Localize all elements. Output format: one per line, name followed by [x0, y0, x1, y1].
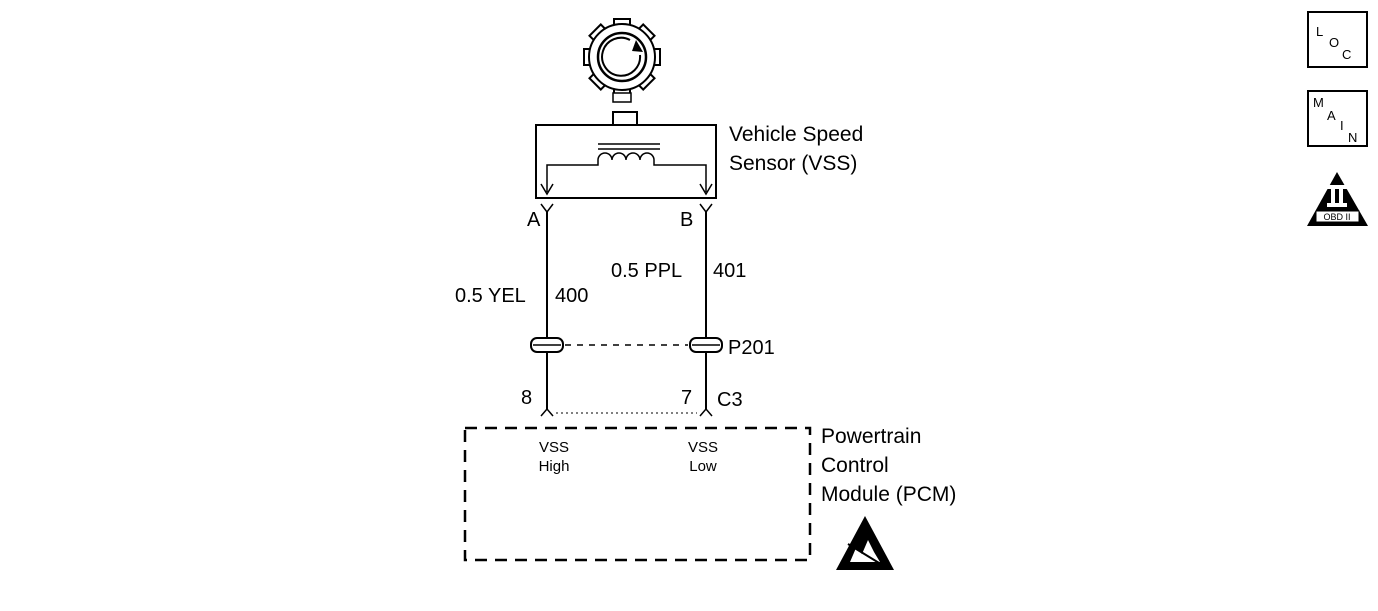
sensor-name-line2: Sensor (VSS)	[729, 152, 857, 175]
terminal-a-chevron	[540, 203, 554, 214]
module-connector-name: C3	[717, 389, 743, 411]
loc-letter-2: O	[1329, 35, 1339, 50]
arrow-down-icon	[540, 183, 554, 196]
vss-sensor	[535, 111, 717, 199]
module-name-line2: Control	[821, 454, 889, 477]
module-name-line1: Powertrain	[821, 425, 921, 448]
reluctor-gear-icon	[583, 18, 661, 103]
sensor-name-line1: Vehicle Speed	[729, 123, 863, 146]
pcm-module-box	[463, 426, 812, 562]
pin-right-chevron	[699, 407, 713, 417]
pcm-pin-left-line2: High	[539, 458, 570, 475]
pcm-pin-right-line1: VSS	[688, 439, 718, 456]
rotation-arc	[601, 36, 642, 77]
wire-left-circuit: 400	[555, 285, 588, 307]
terminal-b-label: B	[680, 209, 693, 231]
sensor-coil	[546, 152, 707, 172]
pin-left-number: 8	[521, 387, 532, 409]
main-letter-4: N	[1348, 130, 1357, 145]
terminal-b-chevron	[699, 203, 713, 214]
loc-letter-1: L	[1316, 24, 1323, 39]
pcm-pin-left-line1: VSS	[539, 439, 569, 456]
loc-nav-icon[interactable]: L O C	[1307, 11, 1368, 68]
wire-right-circuit: 401	[713, 260, 746, 282]
main-letter-2: A	[1327, 108, 1336, 123]
arrow-down-icon	[699, 183, 713, 196]
main-nav-icon[interactable]: M A I N	[1307, 90, 1368, 147]
pin-right-number: 7	[681, 387, 692, 409]
pin-left-chevron	[540, 407, 554, 417]
inline-connector-p201	[530, 337, 723, 353]
terminal-a-label: A	[527, 209, 541, 231]
wire-left-size-color: 0.5 YEL	[455, 285, 526, 307]
module-name-line3: Module (PCM)	[821, 483, 956, 506]
obd-ii-label: OBD II	[1323, 212, 1350, 222]
pcm-pin-right-line2: Low	[689, 458, 717, 475]
obd-ii-nav-icon[interactable]: OBD II	[1307, 172, 1368, 226]
main-letter-1: M	[1313, 95, 1324, 110]
main-letter-3: I	[1340, 118, 1344, 133]
rotation-arrow-icon	[632, 40, 643, 52]
wire-right-size-color: 0.5 PPL	[611, 260, 682, 282]
inline-connector-name: P201	[728, 337, 775, 359]
loc-letter-3: C	[1342, 47, 1351, 62]
esd-warning-icon	[836, 516, 894, 570]
